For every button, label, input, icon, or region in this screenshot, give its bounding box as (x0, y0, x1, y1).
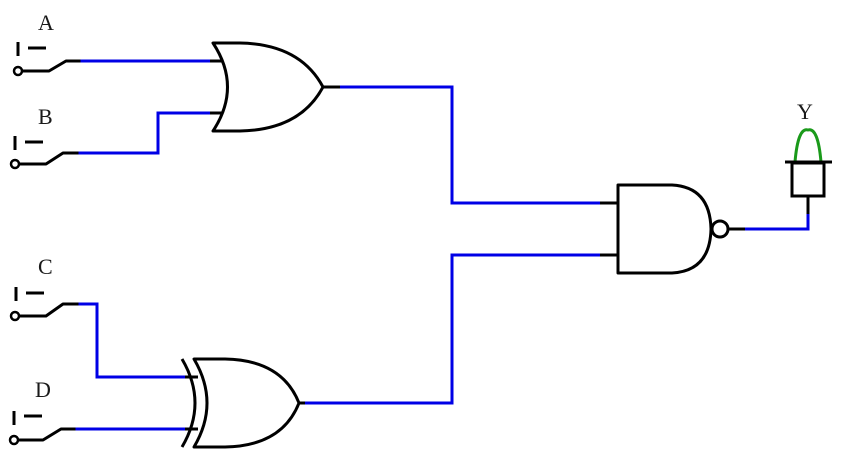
xor-gate-back-curve (180, 358, 197, 448)
label-c: C (38, 254, 53, 279)
switch-b-lever (19, 151, 80, 166)
wire-c-to-xor (78, 302, 187, 379)
nand-gate[interactable] (600, 183, 745, 275)
switch-b[interactable]: B (9, 104, 80, 170)
lamp-filament (793, 128, 823, 163)
output-lamp-y[interactable]: Y (785, 99, 832, 214)
switch-c[interactable]: C (9, 254, 80, 322)
wire-or-to-nand (338, 85, 602, 205)
switch-a[interactable]: A (12, 10, 82, 77)
switch-c-lever (19, 302, 80, 318)
label-a: A (38, 10, 54, 35)
label-d: D (35, 377, 51, 402)
switch-d-terminal (8, 434, 20, 446)
label-y: Y (797, 99, 813, 124)
nand-gate-inversion-bubble (710, 219, 730, 239)
wire-b-to-or (78, 111, 212, 155)
xor-gate[interactable] (180, 357, 305, 449)
label-b: B (38, 104, 53, 129)
wire-xor-to-nand (303, 253, 602, 405)
switch-a-terminal (12, 65, 24, 77)
switch-d-lever (18, 427, 77, 442)
lamp-base (790, 161, 826, 198)
wires (75, 59, 810, 431)
switch-a-lever (22, 59, 82, 73)
or-gate[interactable] (210, 41, 340, 133)
nand-gate-body (616, 183, 713, 275)
or-gate-body (211, 41, 325, 133)
switch-d[interactable]: D (8, 377, 77, 446)
wire-nand-to-output (743, 212, 810, 231)
switch-c-terminal (9, 310, 21, 322)
xor-gate-body (192, 357, 301, 449)
switch-b-terminal (9, 158, 21, 170)
